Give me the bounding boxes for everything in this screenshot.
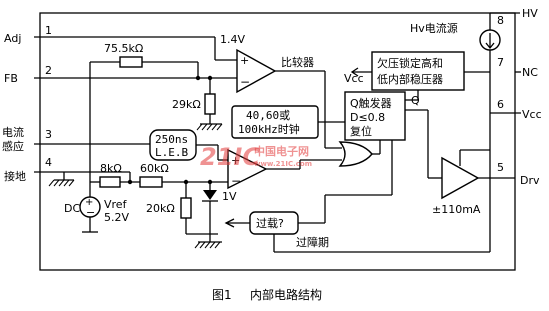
comparator-label: 比较器 bbox=[281, 55, 314, 69]
vref-plus: + bbox=[85, 197, 93, 208]
driver-current-label: ±110mA bbox=[432, 203, 481, 216]
q-flipflop-label-line3: 复位 bbox=[350, 124, 372, 138]
pin-8-label: HV bbox=[522, 7, 538, 20]
r-75k-resistor bbox=[119, 56, 143, 68]
cs-opamp-minus: − bbox=[231, 174, 241, 188]
comparator-opamp bbox=[236, 48, 277, 94]
pin-5-number: 5 bbox=[497, 161, 504, 174]
pin-4-ground: 接地 4 bbox=[4, 156, 75, 187]
watermark: 21IC 中国电子网 www.21IC.com bbox=[200, 143, 312, 171]
v-1-label: 1V bbox=[222, 190, 237, 203]
leb-label-line2: L.E.B bbox=[155, 146, 188, 159]
pin-6-number: 6 bbox=[497, 98, 504, 111]
r-8k-resistor bbox=[99, 176, 121, 188]
dc-label: DC bbox=[64, 202, 80, 215]
clock-label-line1: 40,60或 bbox=[246, 109, 290, 122]
watermark-main: 21IC bbox=[200, 143, 260, 171]
ic-outline bbox=[39, 12, 516, 271]
leb-label-line1: 250ns bbox=[155, 133, 188, 146]
pin-4-number: 4 bbox=[45, 156, 52, 169]
or-gate bbox=[338, 141, 373, 167]
pin-7-nc: 7 NC bbox=[497, 56, 538, 79]
pin-2-label: FB bbox=[4, 72, 18, 85]
r-20k-resistor bbox=[180, 197, 192, 219]
r-75k-label: 75.5kΩ bbox=[104, 42, 143, 55]
vcc-left-label: Vcc bbox=[344, 72, 364, 85]
clock-label-line2: 100kHz时钟 bbox=[238, 122, 300, 136]
pin-1-adj: Adj 1 bbox=[4, 24, 237, 61]
r-20k-label: 20kΩ bbox=[146, 202, 175, 215]
pin-6-label: Vcc bbox=[522, 108, 542, 121]
v-1-4-label: 1.4V bbox=[220, 33, 245, 46]
caption-figure-number: 图1 bbox=[212, 288, 232, 302]
pin-7-number: 7 bbox=[497, 56, 504, 69]
uvlo-label-line2: 低内部稳压器 bbox=[377, 72, 443, 86]
driver-buffer bbox=[441, 156, 480, 200]
pin-6-vcc: 6 Vcc bbox=[489, 58, 542, 245]
overload-label: 过载? bbox=[256, 217, 284, 230]
pin-3-number: 3 bbox=[45, 128, 52, 141]
r-29k-label: 29kΩ bbox=[172, 98, 201, 111]
opamp-minus: − bbox=[240, 75, 250, 89]
r-8k-label: 8kΩ bbox=[100, 162, 122, 175]
q-flipflop-block bbox=[344, 91, 406, 141]
pin-3-current-sense: 电流 感应 3 bbox=[2, 125, 150, 153]
watermark-url: www.21IC.com bbox=[254, 160, 312, 168]
vref-label-line1: Vref bbox=[104, 198, 128, 211]
pin-1-label: Adj bbox=[4, 32, 21, 45]
q-flipflop-label-line2: D≤0.8 bbox=[350, 111, 385, 124]
caption-title: 内部电路结构 bbox=[250, 287, 322, 302]
cs-opamp-plus: + bbox=[231, 154, 240, 167]
uvlo-regulator-block bbox=[371, 51, 465, 91]
pin-5-drv: 5 Drv bbox=[497, 161, 540, 187]
hv-source-label: Hv电流源 bbox=[410, 21, 458, 35]
current-sense-comparator bbox=[227, 148, 268, 190]
vref-label-line2: 5.2V bbox=[104, 211, 129, 224]
pin-7-label: NC bbox=[522, 66, 538, 79]
pin-5-label: Drv bbox=[520, 174, 540, 187]
pin-8-number: 8 bbox=[497, 14, 504, 27]
fault-period-label: 过障期 bbox=[296, 235, 329, 249]
pin-8-hv: 8 HV bbox=[489, 7, 538, 30]
pin-2-number: 2 bbox=[45, 64, 52, 77]
pin-3-label-line2: 感应 bbox=[2, 139, 24, 153]
pin-1-number: 1 bbox=[45, 24, 52, 37]
r-60k-label: 60kΩ bbox=[140, 162, 169, 175]
r-29k-resistor bbox=[204, 93, 216, 115]
r-60k-resistor bbox=[139, 176, 163, 188]
watermark-sub: 中国电子网 bbox=[254, 144, 309, 158]
pin-4-label: 接地 bbox=[4, 170, 26, 183]
q-flipflop-label-line1: Q触发器 bbox=[350, 96, 392, 110]
uvlo-label-line1: 欠压锁定高和 bbox=[377, 56, 443, 70]
vref-minus: − bbox=[86, 206, 95, 219]
pin-2-fb: FB 2 bbox=[4, 64, 237, 85]
zener-diode bbox=[203, 190, 217, 200]
pin-3-label-line1: 电流 bbox=[2, 125, 24, 139]
opamp-plus: + bbox=[240, 54, 249, 67]
